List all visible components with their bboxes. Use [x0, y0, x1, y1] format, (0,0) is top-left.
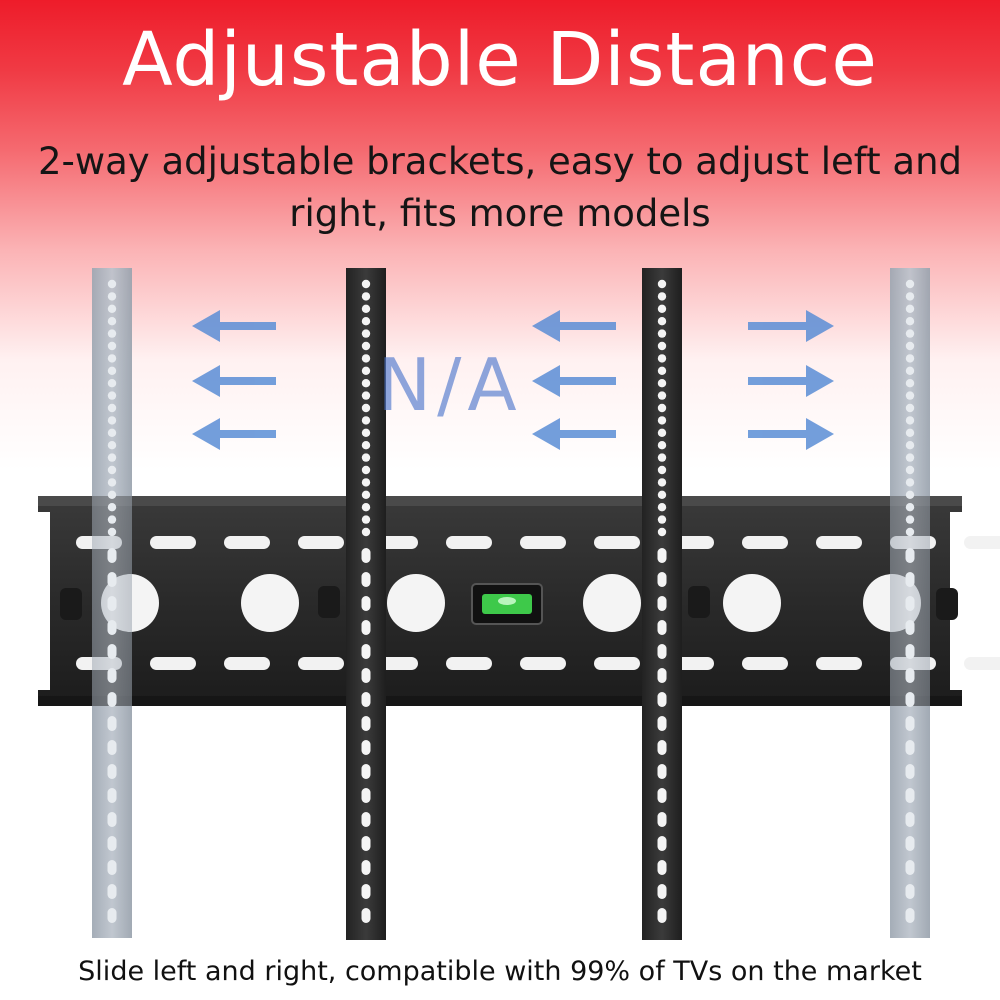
wall-plate — [38, 496, 1000, 706]
arrow-group-center — [532, 310, 616, 450]
arrow-left-icon — [192, 418, 276, 450]
footer-caption: Slide left and right, compatible with 99… — [78, 956, 922, 987]
page-title: Adjustable Distance — [122, 17, 878, 103]
arrow-right-icon — [748, 310, 834, 342]
arrow-right-icon — [748, 418, 834, 450]
ghost-arm-left — [92, 268, 132, 938]
bubble-level-icon — [471, 583, 543, 625]
feature-description: 2-way adjustable brackets, easy to adjus… — [37, 140, 963, 235]
ghost-arm-right — [890, 268, 930, 938]
arrow-group-right — [748, 310, 834, 450]
arrow-left-icon — [192, 310, 276, 342]
arrow-left-icon — [532, 310, 616, 342]
bracket-arm-left — [346, 268, 386, 940]
arrow-left-icon — [532, 365, 616, 397]
bracket-arm-right — [642, 268, 682, 940]
arrow-left-icon — [192, 365, 276, 397]
arrow-group-left — [192, 310, 276, 450]
arrow-right-icon — [748, 365, 834, 397]
arrow-left-icon — [532, 418, 616, 450]
watermark-text: N/A — [377, 343, 523, 427]
knob-icons — [60, 586, 958, 620]
hero-gradient-background — [0, 0, 1000, 480]
